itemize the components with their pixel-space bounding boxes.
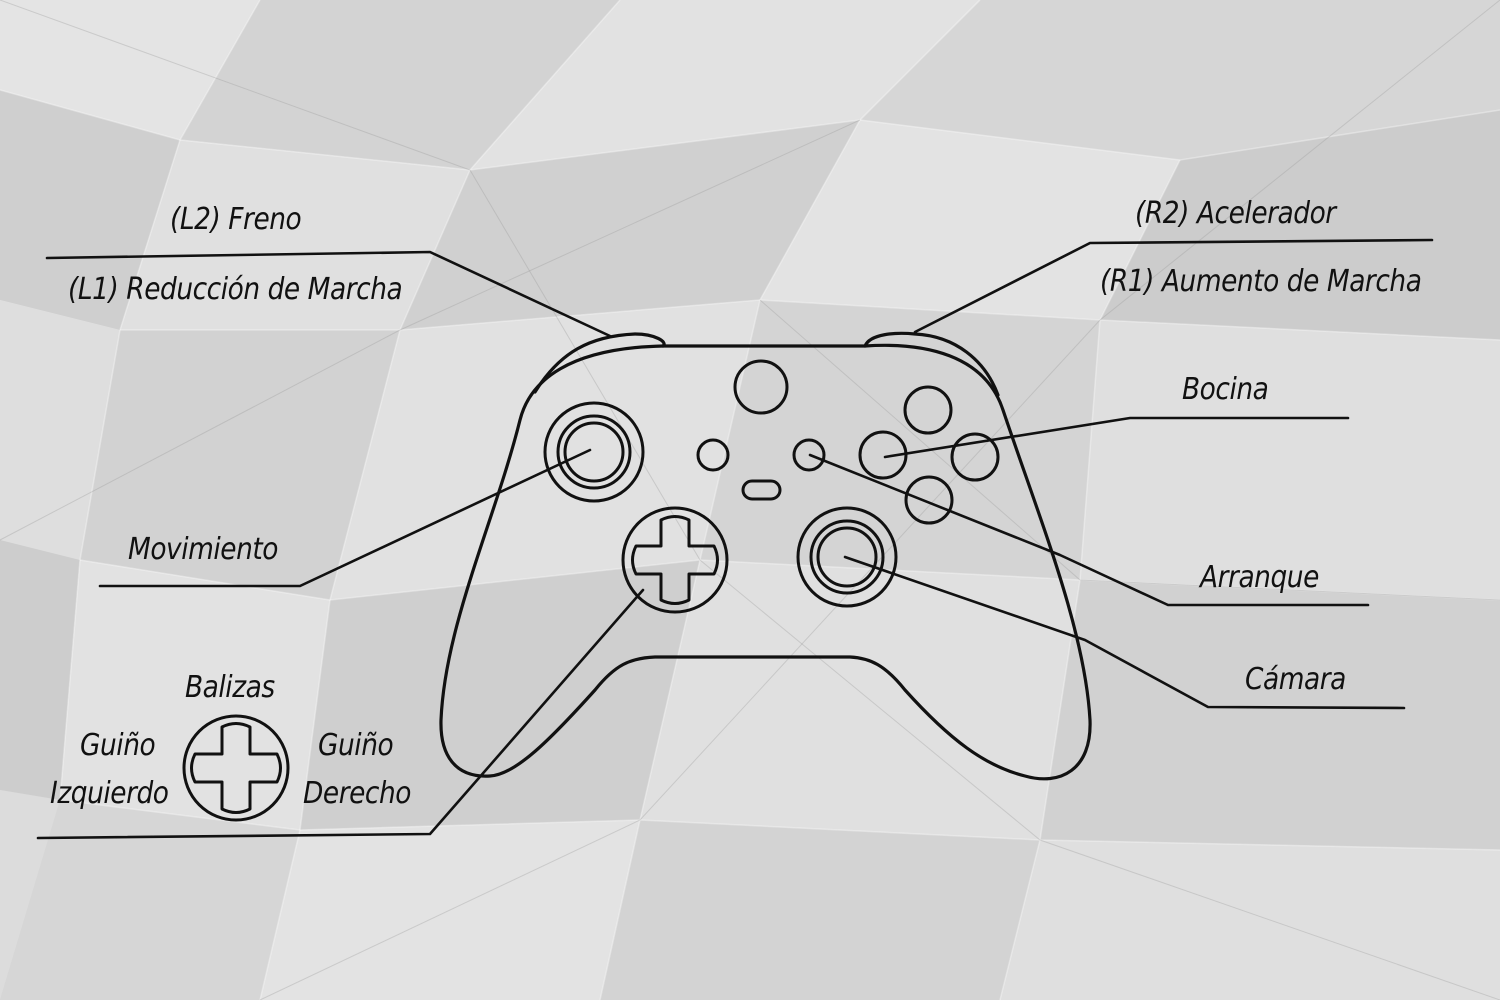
- dpad-icon[interactable]: [621, 506, 729, 614]
- line-camara: [843, 555, 1406, 710]
- dpad-legend-icon: [182, 714, 290, 822]
- label-arranque: Arranque: [1200, 560, 1319, 595]
- face-button-left[interactable]: [858, 430, 908, 480]
- right-bumper[interactable]: [863, 331, 1000, 397]
- leader-lines: [36, 238, 1434, 840]
- guide-button[interactable]: [733, 359, 789, 415]
- line-l2: [45, 250, 612, 338]
- gamepad-outline: [439, 331, 1092, 781]
- line-arranque: [808, 453, 1370, 607]
- label-l1-reduccion: (L1) Reducción de Marcha: [68, 272, 403, 307]
- face-button-right[interactable]: [950, 432, 1000, 482]
- line-dpad: [36, 588, 645, 840]
- right-stick-icon[interactable]: [796, 506, 898, 608]
- label-r1-aumento: (R1) Aumento de Marcha: [1100, 264, 1422, 299]
- label-bocina: Bocina: [1182, 372, 1269, 407]
- label-balizas: Balizas: [185, 670, 275, 705]
- line-bocina: [883, 416, 1350, 459]
- label-guino-izquierdo-2: Izquierdo: [50, 776, 169, 811]
- left-bumper[interactable]: [533, 332, 666, 394]
- label-r2-acelerador: (R2) Acelerador: [1135, 196, 1336, 231]
- label-camara: Cámara: [1245, 662, 1346, 697]
- line-r2: [913, 238, 1434, 334]
- face-button-bottom[interactable]: [904, 475, 954, 525]
- gamepad-body: [439, 343, 1092, 781]
- menu-button[interactable]: [792, 438, 826, 472]
- label-guino-derecho-2: Derecho: [303, 776, 411, 811]
- left-stick-icon[interactable]: [543, 401, 645, 503]
- label-movimiento: Movimiento: [128, 532, 279, 567]
- face-button-top[interactable]: [903, 385, 953, 435]
- line-movimiento: [98, 448, 592, 588]
- label-guino-izquierdo-1: Guiño: [80, 728, 156, 763]
- label-guino-derecho-1: Guiño: [318, 728, 394, 763]
- label-l2-freno: (L2) Freno: [170, 202, 302, 237]
- share-button[interactable]: [741, 479, 782, 501]
- view-button[interactable]: [696, 438, 730, 472]
